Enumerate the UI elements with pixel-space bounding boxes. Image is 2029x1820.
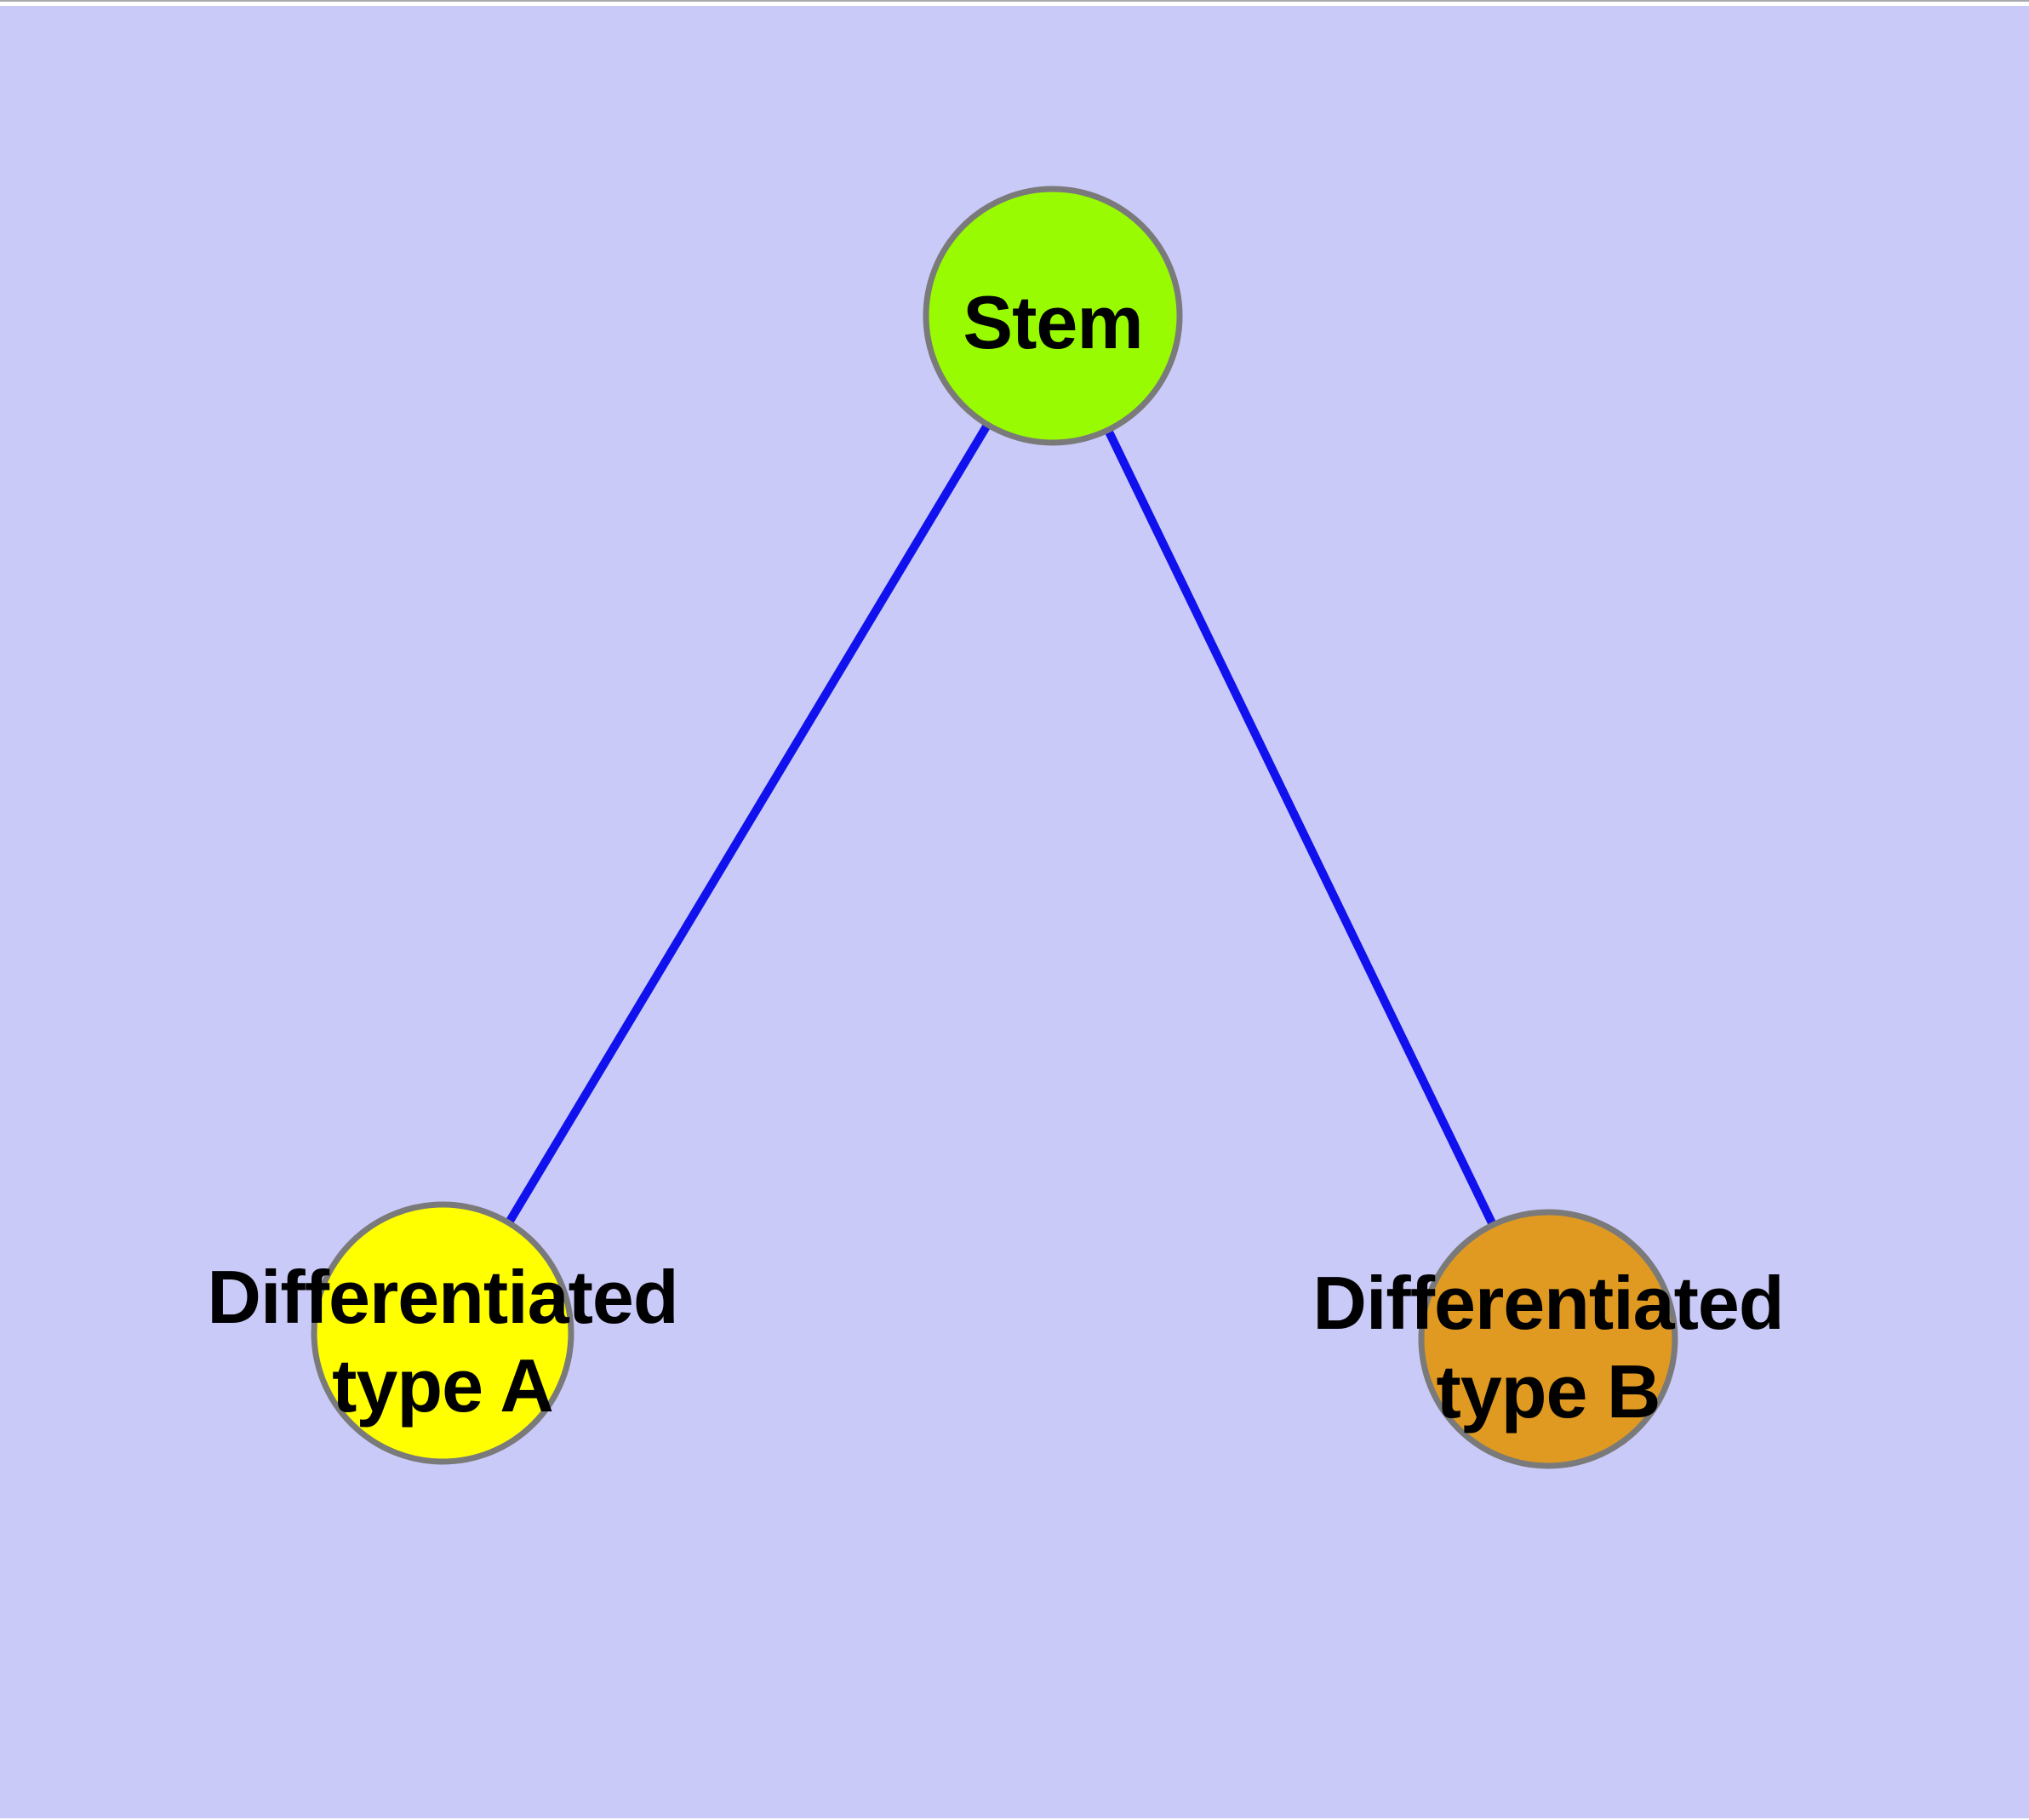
edge-stem-type-a (438, 313, 1057, 1336)
edge-stem-type-b (1049, 313, 1552, 1342)
canvas-top-border-line (0, 0, 2029, 2)
canvas-top-margin (0, 2, 2029, 6)
canvas-bottom-margin (0, 1818, 2029, 1820)
node-type-a (311, 1201, 574, 1465)
node-stem (923, 186, 1183, 446)
node-type-b (1418, 1209, 1678, 1469)
